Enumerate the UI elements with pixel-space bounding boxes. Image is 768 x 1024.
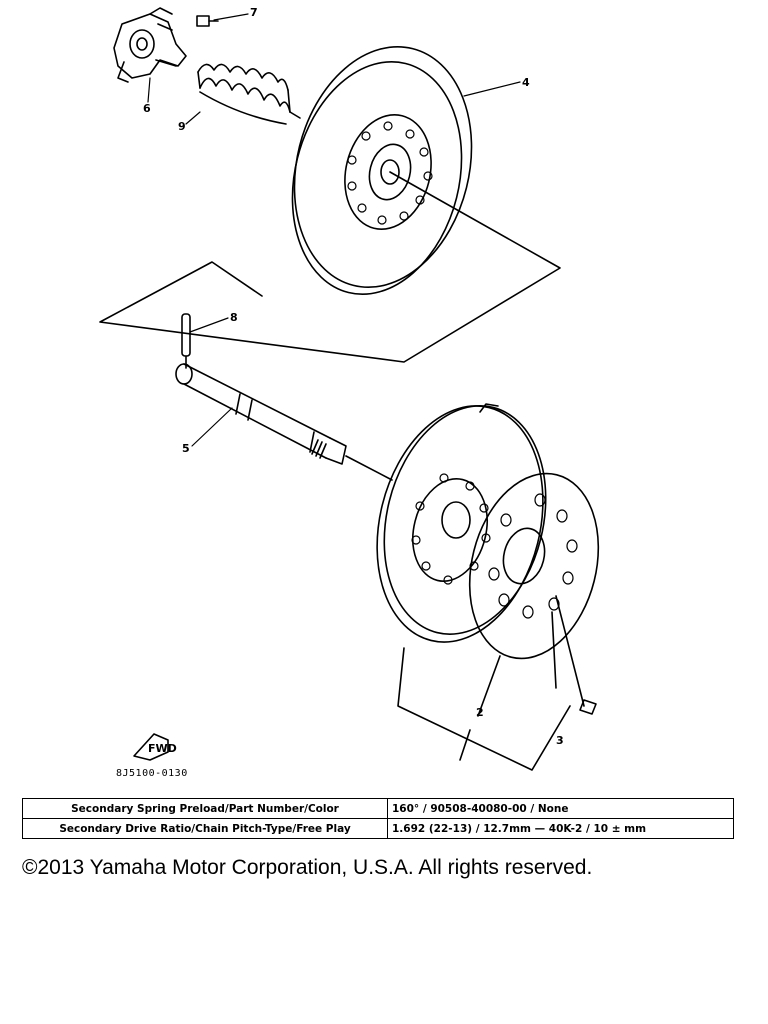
cam-bracket-part-6 — [113, 7, 187, 83]
callout-2: 2 — [476, 706, 484, 719]
callout-6: 6 — [143, 102, 151, 115]
exploded-parts-diagram: FWD 7 4 6 9 8 5 2 3 8J5100-0130 — [99, 6, 600, 779]
callout-9: 9 — [178, 120, 186, 133]
copyright-notice: ©2013 Yamaha Motor Corporation, U.S.A. A… — [22, 856, 593, 879]
pin-part-8 — [181, 313, 191, 369]
fwd-arrow-icon — [133, 733, 169, 761]
sheave-assembly-part-2 — [376, 403, 547, 643]
spec-label: Secondary Spring Preload/Part Number/Col… — [22, 798, 388, 819]
callout-7: 7 — [250, 6, 258, 19]
leader-lines — [147, 13, 521, 447]
spec-value: 1.692 (22-13) / 12.7mm — 40K-2 / 10 ± mm — [387, 818, 734, 839]
fwd-label: FWD — [148, 742, 177, 755]
spec-table: Secondary Spring Preload/Part Number/Col… — [22, 798, 734, 839]
table-row: Secondary Drive Ratio/Chain Pitch-Type/F… — [22, 818, 734, 839]
bolt-part-3 — [555, 595, 597, 715]
spring-part-9 — [197, 63, 301, 125]
callout-8: 8 — [230, 311, 238, 324]
secondary-sheave-part-4 — [99, 46, 561, 363]
callout-5: 5 — [182, 442, 190, 455]
spec-value: 160° / 90508-40080-00 / None — [387, 798, 734, 819]
assembly-bracket-lines — [397, 611, 571, 771]
callout-3: 3 — [556, 734, 564, 747]
plate — [468, 472, 600, 660]
drawing-code: 8J5100-0130 — [116, 768, 188, 779]
spec-label: Secondary Drive Ratio/Chain Pitch-Type/F… — [22, 818, 388, 839]
bolt-part-7 — [196, 15, 219, 27]
shaft-part-5 — [175, 363, 393, 481]
table-row: Secondary Spring Preload/Part Number/Col… — [22, 798, 734, 819]
callout-4: 4 — [522, 76, 530, 89]
